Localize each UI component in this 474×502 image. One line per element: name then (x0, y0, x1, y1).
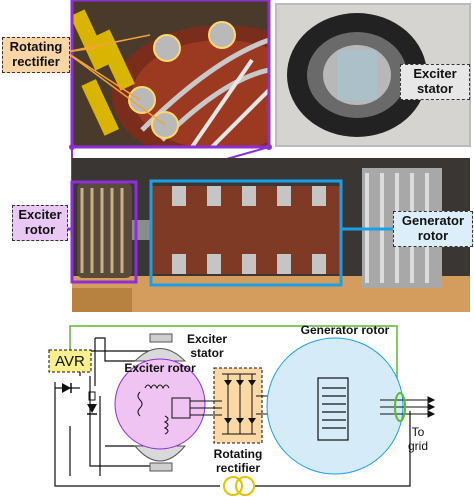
generator-rotor-disc (266, 337, 404, 475)
exciter-rotor-photo-label: Exciter rotor (12, 205, 68, 241)
voltage-feedback-line (69, 325, 398, 396)
rotating-rectifier-box (213, 367, 263, 444)
generator-rotor-photo-label-line2: rotor (417, 227, 449, 243)
generator-rotor-photo-label: Generator rotor (393, 211, 473, 247)
exciter-rotor-photo-label-line2: rotor (24, 221, 56, 237)
rotating-rectifier-photo-label-line2: rectifier (12, 53, 60, 69)
exciter-rotor-coils-icon (137, 384, 191, 435)
voltage-transformer-icon (223, 476, 255, 496)
rectifier-closeup-photo (72, 0, 269, 147)
avr-label: AVR (55, 353, 85, 370)
avr-thyristor-icon (87, 391, 97, 415)
rotating-rectifier-schematic-label-line2: rectifier (216, 461, 260, 475)
exciter-stator-photo-label-line2: stator (416, 80, 454, 96)
rotating-rectifier-photo-label-line1: Rotating (9, 39, 63, 54)
exciter-stator-schematic-label-line2: stator (190, 346, 224, 360)
current-transformer-icon (394, 392, 406, 422)
exciter-stator-poles (133, 333, 187, 472)
exciter-stator-schematic-label-line1: Exciter (187, 332, 227, 346)
generator-rotor-schematic-label: Generator rotor (301, 323, 390, 337)
exciter-stator-photo-label: Exciter stator (400, 64, 470, 100)
generator-rotor-coil-icon (317, 377, 349, 441)
avr-box: AVR (48, 349, 92, 373)
circuit-schematic: AVR Exciter stator Exciter rotor (48, 323, 436, 496)
to-grid-label-line2: grid (408, 439, 428, 453)
exciter-rotor-photo-label-line1: Exciter (18, 207, 62, 222)
to-grid-label-line1: To (412, 425, 425, 439)
exciter-stator-photo-label-line1: Exciter (413, 66, 457, 81)
rotating-rectifier-photo-label: Rotating rectifier (2, 37, 70, 73)
exciter-rotor-schematic-label: Exciter rotor (124, 361, 196, 375)
generator-rotor-photo-label-line1: Generator (401, 213, 465, 228)
avr-diode-icon (55, 383, 80, 393)
exciter-rotor-disc (114, 358, 206, 450)
rotating-rectifier-schematic-label-line1: Rotating (214, 447, 263, 461)
